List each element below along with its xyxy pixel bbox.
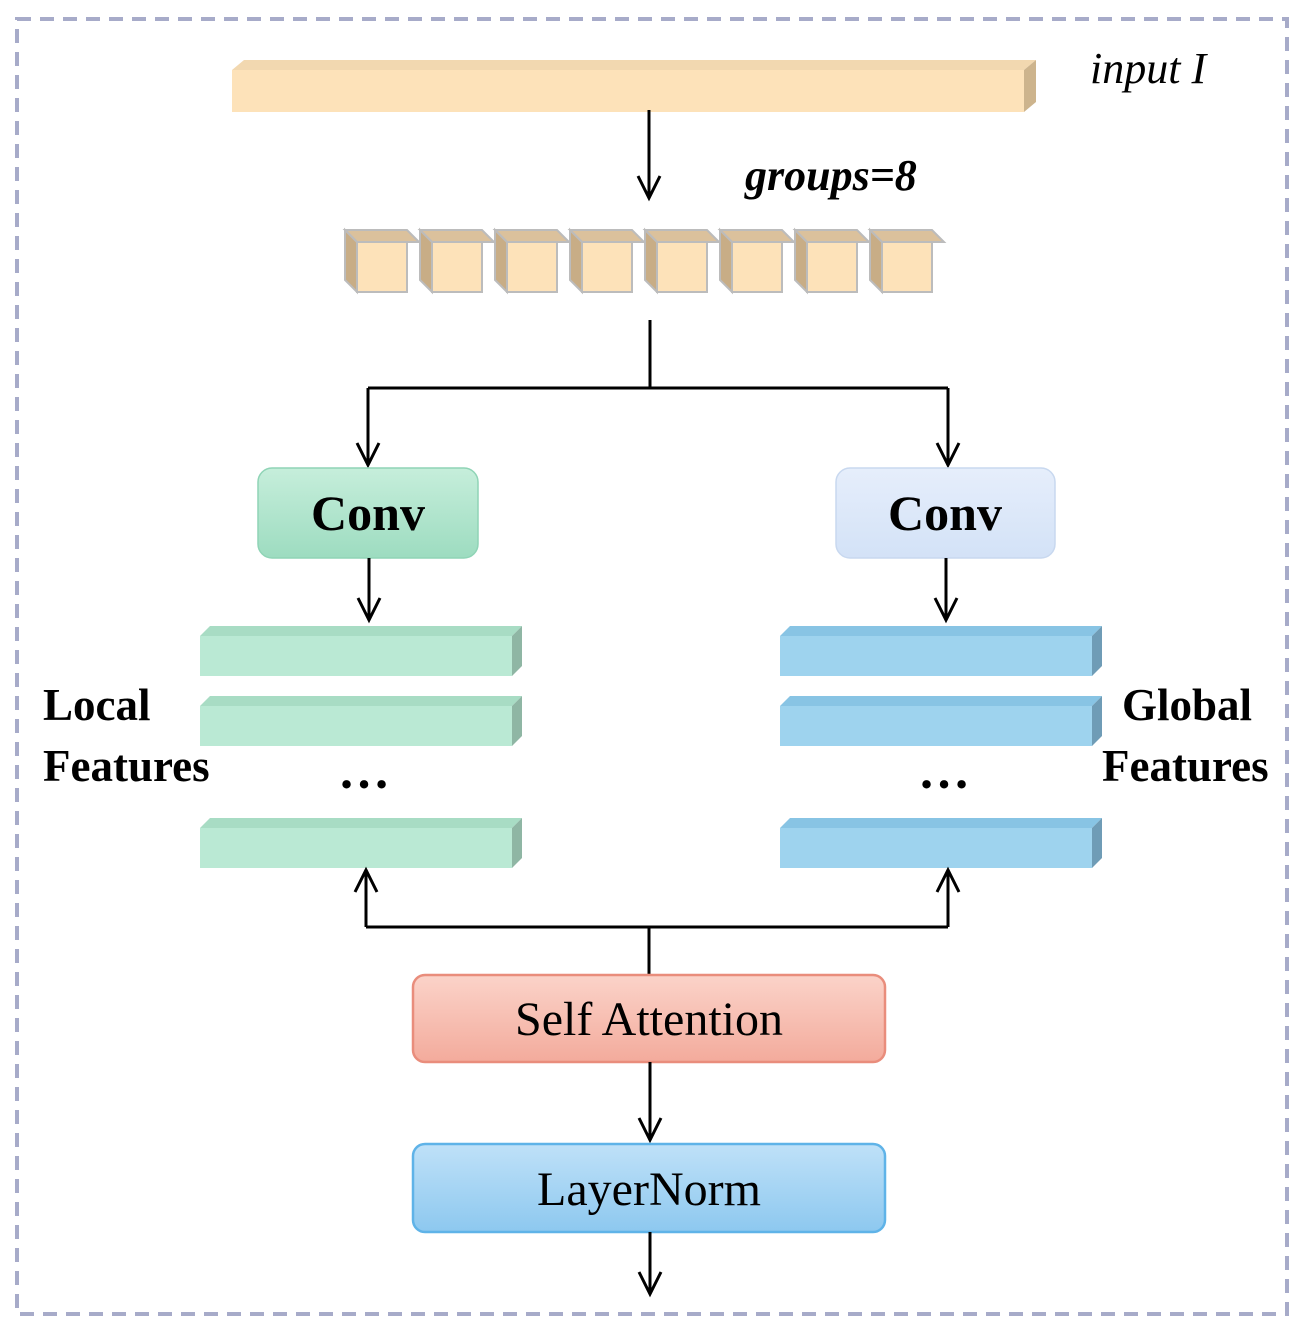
global-features-line2: Features xyxy=(1102,741,1269,791)
input-bar xyxy=(232,60,1036,112)
self-attention-box: Self Attention xyxy=(411,973,887,1064)
group-cube xyxy=(717,227,797,295)
group-cube xyxy=(342,227,422,295)
local-ellipsis: … xyxy=(338,743,390,800)
local-features-line2: Features xyxy=(43,741,210,791)
conv-box-global: Conv xyxy=(835,467,1056,559)
arrow-conv-to-local-features xyxy=(356,558,382,624)
local-feature-bars xyxy=(200,626,522,868)
conv-box-local: Conv xyxy=(257,467,479,559)
global-feature-bars xyxy=(780,626,1102,868)
global-ellipsis: … xyxy=(918,743,970,800)
layernorm-label: LayerNorm xyxy=(537,1163,761,1216)
group-cube xyxy=(567,227,647,295)
global-features-line1: Global xyxy=(1122,680,1252,730)
layernorm-box: LayerNorm xyxy=(411,1142,887,1234)
conv-label-global: Conv xyxy=(888,485,1002,541)
group-cube xyxy=(642,227,722,295)
group-cube xyxy=(417,227,497,295)
global-feature-bar xyxy=(780,696,1102,746)
conv-label-local: Conv xyxy=(311,485,425,541)
global-feature-bar xyxy=(780,818,1102,868)
local-feature-bar xyxy=(200,626,522,676)
dashed-frame xyxy=(15,17,1289,1316)
group-cube xyxy=(792,227,872,295)
self-attention-label: Self Attention xyxy=(515,993,783,1046)
arrow-conv-to-global-features xyxy=(933,558,959,624)
local-features-line1: Local xyxy=(43,680,151,730)
group-cube xyxy=(867,227,947,295)
global-feature-bar xyxy=(780,626,1102,676)
arrow-input-to-groups xyxy=(636,110,662,202)
local-feature-bar xyxy=(200,818,522,868)
input-label: input I xyxy=(1090,44,1208,93)
arrow-groups-to-convs xyxy=(355,320,961,469)
group-cube xyxy=(492,227,572,295)
local-feature-bar xyxy=(200,696,522,746)
output-arrow xyxy=(637,1232,663,1298)
group-cubes xyxy=(342,227,947,295)
groups-label: groups=8 xyxy=(744,151,917,200)
arrow-attention-to-features xyxy=(353,866,961,975)
arrow-attention-to-layernorm xyxy=(637,1062,663,1144)
